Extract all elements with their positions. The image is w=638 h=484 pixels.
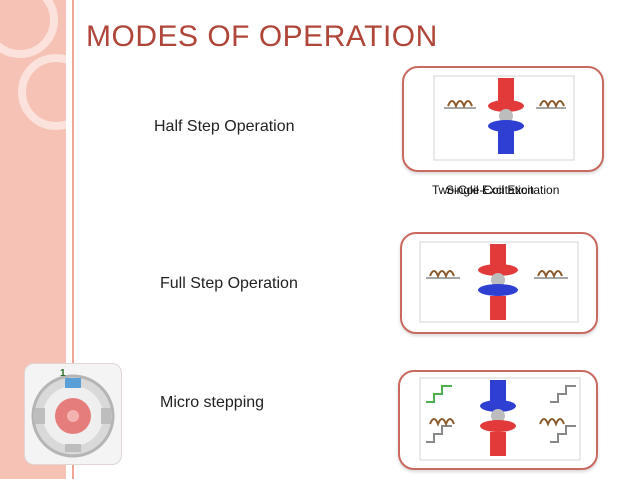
mode-label-half-step: Half Step Operation — [154, 118, 295, 135]
stepper-motor-illustration — [24, 363, 122, 465]
motor-number-label: 1 — [60, 368, 66, 379]
micro-stepping-diagram — [398, 370, 598, 470]
excitation-caption-two-coil: Two-Coil Excitation — [432, 183, 535, 197]
slide-title: MODES OF OPERATION — [86, 20, 438, 53]
side-divider — [72, 0, 74, 479]
full-step-diagram — [400, 232, 598, 334]
mode-label-full-step: Full Step Operation — [160, 275, 298, 292]
half-step-diagram — [402, 66, 604, 172]
excitation-caption-single-coil: Single-Coil Excitation — [446, 183, 560, 197]
mode-label-micro-stepping: Micro stepping — [160, 394, 265, 411]
